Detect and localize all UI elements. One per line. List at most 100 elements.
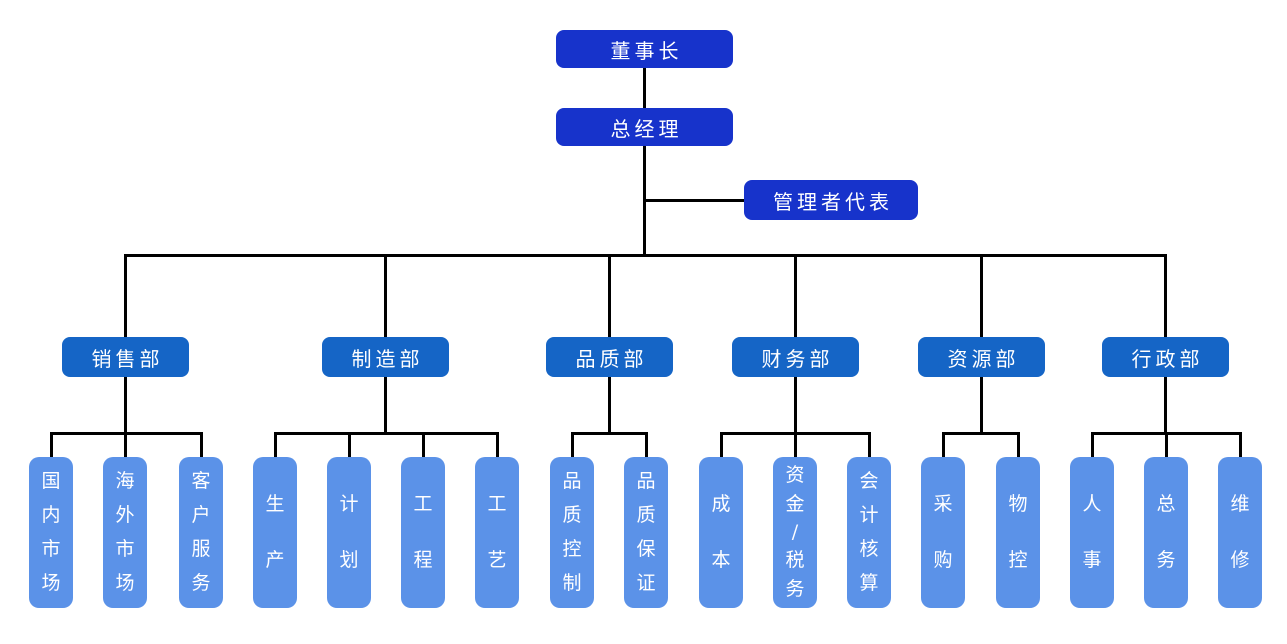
- leaf-label-char: 生: [265, 492, 285, 515]
- leaf-label-char: 核: [859, 538, 879, 560]
- node-leaf-maintenance: 维修: [1218, 457, 1262, 608]
- leaf-label-char: 工: [487, 492, 507, 515]
- node-dept-quality: 品质部: [546, 337, 673, 377]
- leaf-label-char: 海: [115, 470, 135, 492]
- node-leaf-engineering: 工程: [401, 457, 445, 608]
- leaf-label-char: 修: [1230, 549, 1250, 572]
- node-leaf-hr: 人事: [1070, 457, 1114, 608]
- leaf-label-char: 艺: [487, 549, 507, 572]
- connector-trunk-administration: [1164, 377, 1167, 435]
- connector-leaf-drop: [1165, 432, 1168, 457]
- node-dept-resources: 资源部: [918, 337, 1045, 377]
- leaf-label-char: 外: [115, 504, 135, 526]
- node-leaf-general-affairs: 总务: [1144, 457, 1188, 608]
- connector-subbus-manufacturing: [274, 432, 499, 435]
- leaf-label-char: 证: [636, 572, 656, 594]
- leaf-label-char: 品: [636, 470, 656, 492]
- node-general-manager: 总经理: [556, 108, 733, 146]
- connector-leaf-drop: [348, 432, 351, 457]
- connector-leaf-drop: [720, 432, 723, 457]
- connector-trunk-quality: [608, 377, 611, 435]
- leaf-label-char: 市: [115, 538, 135, 560]
- connector-trunk-resources: [980, 377, 983, 435]
- connector-drop-administration: [1164, 254, 1167, 337]
- leaf-label-char: 控: [1008, 549, 1028, 572]
- node-leaf-accounting: 会计核算: [847, 457, 891, 608]
- leaf-label-char: 资: [785, 464, 805, 487]
- leaf-label-char: 务: [1156, 549, 1176, 572]
- leaf-label-char: 总: [1156, 492, 1176, 515]
- connector-drop-quality: [608, 254, 611, 337]
- leaf-label-char: 税: [785, 549, 805, 572]
- leaf-label-char: 工: [413, 492, 433, 515]
- leaf-label-char: 务: [191, 572, 211, 594]
- leaf-label-char: 内: [41, 504, 61, 526]
- leaf-label-char: 制: [562, 572, 582, 594]
- node-leaf-production: 生产: [253, 457, 297, 608]
- node-leaf-overseas-market: 海外市场: [103, 457, 147, 608]
- connector-leaf-drop: [645, 432, 648, 457]
- leaf-label-char: 划: [339, 549, 359, 572]
- connector-leaf-drop: [274, 432, 277, 457]
- leaf-label-char: 客: [191, 470, 211, 492]
- leaf-label-char: 质: [636, 504, 656, 526]
- leaf-label-char: 物: [1008, 492, 1028, 515]
- leaf-label-char: 会: [859, 470, 879, 492]
- connector-trunk-sales: [124, 377, 127, 435]
- leaf-label-char: 品: [562, 470, 582, 492]
- connector-trunk-manufacturing: [384, 377, 387, 435]
- connector-subbus-resources: [942, 432, 1020, 435]
- node-management-representative: 管理者代表: [744, 180, 918, 220]
- connector-leaf-drop: [1091, 432, 1094, 457]
- connector-subbus-quality: [571, 432, 648, 435]
- connector-leaf-drop: [50, 432, 53, 457]
- connector-leaf-drop: [794, 432, 797, 457]
- leaf-label-char: 计: [859, 504, 879, 526]
- connector-leaf-drop: [868, 432, 871, 457]
- leaf-label-char: 国: [41, 470, 61, 492]
- leaf-label-char: 场: [115, 572, 135, 594]
- leaf-label-char: 事: [1082, 549, 1102, 572]
- leaf-label-char: 购: [933, 549, 953, 572]
- leaf-label-char: 务: [785, 577, 805, 600]
- connector-drop-finance: [794, 254, 797, 337]
- leaf-label-char: 控: [562, 538, 582, 560]
- connector-drop-resources: [980, 254, 983, 337]
- node-leaf-quality-control: 品质控制: [550, 457, 594, 608]
- connector-leaf-drop: [124, 432, 127, 457]
- connector-leaf-drop: [422, 432, 425, 457]
- connector-drop-manufacturing: [384, 254, 387, 337]
- leaf-label-char: 质: [562, 504, 582, 526]
- connector-leaf-drop: [942, 432, 945, 457]
- connector-leaf-drop: [496, 432, 499, 457]
- connector-management-rep: [644, 199, 744, 202]
- connector-main-bus: [124, 254, 1167, 257]
- leaf-label-char: 程: [413, 549, 433, 572]
- leaf-label-char: 场: [41, 572, 61, 594]
- leaf-label-char: 保: [636, 538, 656, 560]
- node-leaf-cost: 成本: [699, 457, 743, 608]
- leaf-label-char: 成: [711, 492, 731, 515]
- leaf-label-char: 计: [339, 492, 359, 515]
- leaf-label-char: 本: [711, 549, 731, 572]
- leaf-label-char: 金: [785, 492, 805, 515]
- node-dept-administration: 行政部: [1102, 337, 1229, 377]
- node-dept-sales: 销售部: [62, 337, 189, 377]
- node-leaf-purchasing: 采购: [921, 457, 965, 608]
- connector-leaf-drop: [571, 432, 574, 457]
- leaf-label-char: 服: [191, 538, 211, 560]
- leaf-label-char: 采: [933, 492, 953, 515]
- node-leaf-planning: 计划: [327, 457, 371, 608]
- connector-chairman-gm: [643, 68, 646, 108]
- node-leaf-material-control: 物控: [996, 457, 1040, 608]
- node-leaf-funds-tax: 资金 / 税务: [773, 457, 817, 608]
- node-leaf-customer-service: 客户服务: [179, 457, 223, 608]
- leaf-label-char: /: [791, 520, 799, 543]
- node-dept-manufacturing: 制造部: [322, 337, 449, 377]
- leaf-label-char: 市: [41, 538, 61, 560]
- leaf-label-char: 产: [265, 549, 285, 572]
- node-chairman: 董事长: [556, 30, 733, 68]
- node-leaf-domestic-market: 国内市场: [29, 457, 73, 608]
- connector-trunk-finance: [794, 377, 797, 435]
